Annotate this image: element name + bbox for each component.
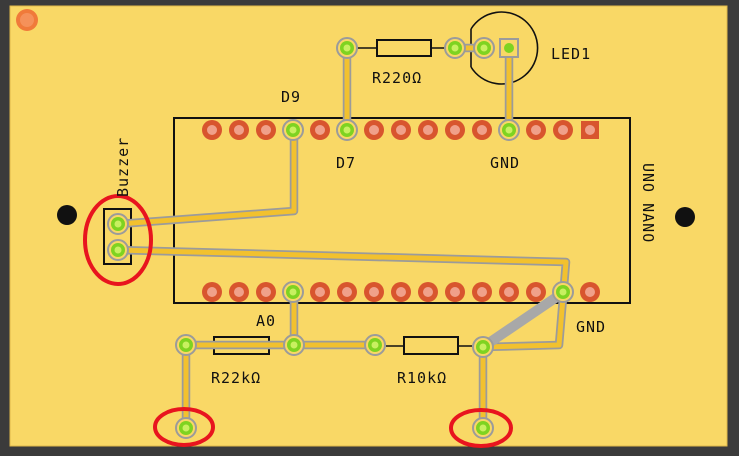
resistor-top-pad-right bbox=[444, 37, 466, 59]
resistor-top-label: R220Ω bbox=[372, 69, 422, 87]
arduino-top-pin-pad bbox=[336, 119, 358, 141]
arduino-top-pin-pad bbox=[445, 120, 465, 140]
resistor-right-body bbox=[386, 336, 472, 355]
arduino-bottom-pin-pad bbox=[499, 282, 519, 302]
resistor-right-label: R10kΩ bbox=[397, 369, 447, 387]
arduino-bottom-pin-pad bbox=[391, 282, 411, 302]
arduino-top-pin-pad bbox=[498, 119, 520, 141]
arduino-top-pin-pad bbox=[202, 120, 222, 140]
arduino-top-pin-pad bbox=[418, 120, 438, 140]
buzzer-pad-2 bbox=[107, 239, 129, 261]
arduino-bottom-pin-pad bbox=[552, 281, 574, 303]
probe-right-highlight bbox=[449, 408, 513, 448]
fiducial-icon bbox=[16, 9, 38, 31]
probe-left-pad bbox=[175, 417, 197, 439]
resistor-top-body bbox=[357, 39, 448, 57]
probe-right-pad bbox=[472, 417, 494, 439]
pin-a0-label: A0 bbox=[256, 312, 276, 330]
arduino-bottom-pin-pad bbox=[282, 281, 304, 303]
arduino-bottom-pin-pad bbox=[364, 282, 384, 302]
square-pads bbox=[499, 38, 599, 139]
arduino-bottom-pin-pad bbox=[337, 282, 357, 302]
buzzer-label: Buzzer bbox=[114, 137, 132, 197]
arduino-bottom-pin-pad bbox=[202, 282, 222, 302]
buzzer-header-outline bbox=[103, 208, 132, 265]
pin-gnd-bottom-label: GND bbox=[576, 318, 606, 336]
arduino-top-pin-pad bbox=[229, 120, 249, 140]
arduino-top-pin-pad bbox=[310, 120, 330, 140]
arduino-top-pin-pad bbox=[364, 120, 384, 140]
arduino-top-pin-pad bbox=[472, 120, 492, 140]
arduino-top-pin-pad bbox=[256, 120, 276, 140]
pin-gnd-top-label: GND bbox=[490, 154, 520, 172]
resistor-right-pad-right bbox=[472, 336, 494, 358]
resistor-top-pad-left bbox=[336, 37, 358, 59]
arduino-top-pin-pad bbox=[553, 120, 573, 140]
buzzer-pad-1 bbox=[107, 213, 129, 235]
resistor-left-label: R22kΩ bbox=[211, 369, 261, 387]
arduino-bottom-pin-pad bbox=[472, 282, 492, 302]
probe-left-highlight bbox=[153, 407, 215, 447]
led-anode-pad bbox=[473, 37, 495, 59]
arduino-top-pin-pad bbox=[526, 120, 546, 140]
arduino-top-pin-pad bbox=[391, 120, 411, 140]
arduino-bottom-pin-pad bbox=[310, 282, 330, 302]
arduino-bottom-pin-pad bbox=[580, 282, 600, 302]
arduino-bottom-pin-pad bbox=[229, 282, 249, 302]
pin-d7-label: D7 bbox=[336, 154, 356, 172]
arduino-top-pin-pad bbox=[282, 119, 304, 141]
arduino-bottom-pin-pad bbox=[526, 282, 546, 302]
resistor-left-pad-left bbox=[175, 334, 197, 356]
pin-d9-label: D9 bbox=[281, 88, 301, 106]
arduino-label: UNO NANO bbox=[639, 163, 657, 243]
arduino-bottom-pin-pad bbox=[418, 282, 438, 302]
arduino-outline bbox=[173, 117, 631, 304]
led-label: LED1 bbox=[551, 45, 591, 63]
highlight-marks bbox=[83, 194, 513, 448]
resistor-left-pad-right bbox=[283, 334, 305, 356]
arduino-bottom-pin-pad bbox=[445, 282, 465, 302]
arduino-bottom-pin-pad bbox=[256, 282, 276, 302]
mounting-hole-right-icon bbox=[675, 207, 695, 227]
resistor-right-pad-left bbox=[364, 334, 386, 356]
buzzer-highlight bbox=[83, 194, 153, 286]
pad-group bbox=[107, 37, 600, 439]
mounting-hole-left-icon bbox=[57, 205, 77, 225]
